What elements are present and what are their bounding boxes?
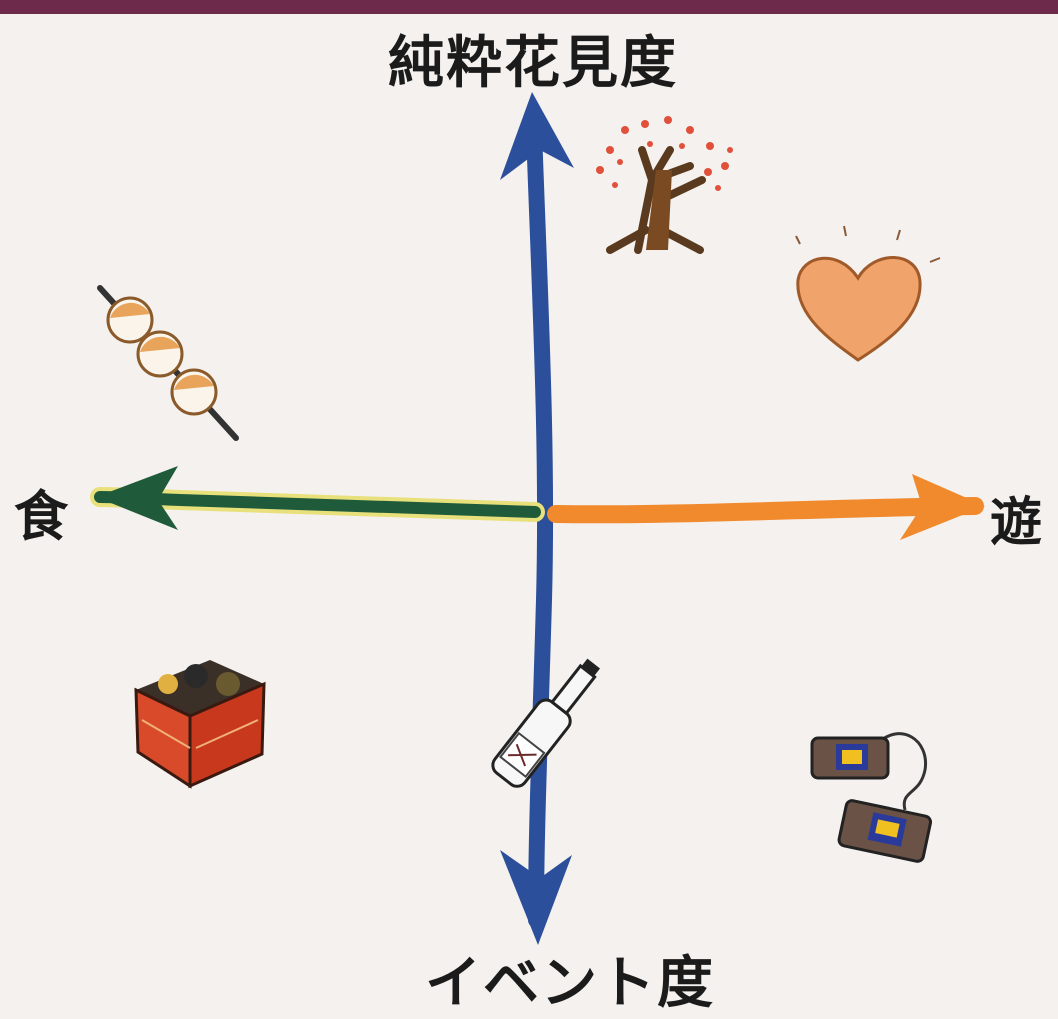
heart-icon <box>795 225 941 362</box>
horizontal-axis-right <box>547 474 985 540</box>
dango-icon <box>97 285 239 441</box>
axis-label-bottom: イベント度 <box>425 951 715 1016</box>
frame-top-strip <box>0 0 1058 14</box>
arrowhead-up-icon <box>500 92 574 180</box>
jubako-bento-icon <box>134 660 266 789</box>
cherry-tree-icon <box>596 116 733 254</box>
vertical-axis <box>500 92 574 945</box>
axis-label-right: 遊 <box>990 493 1043 553</box>
horizontal-axis-left <box>90 466 545 530</box>
arrowhead-right-icon <box>900 474 985 540</box>
sake-bottle-icon <box>491 658 601 788</box>
handheld-game-icon <box>810 732 933 863</box>
axis-label-top: 純粋花見度 <box>388 31 678 96</box>
arrowhead-left-icon <box>96 466 178 530</box>
axis-label-left: 食 <box>14 485 68 548</box>
arrowhead-down-icon <box>500 850 572 945</box>
